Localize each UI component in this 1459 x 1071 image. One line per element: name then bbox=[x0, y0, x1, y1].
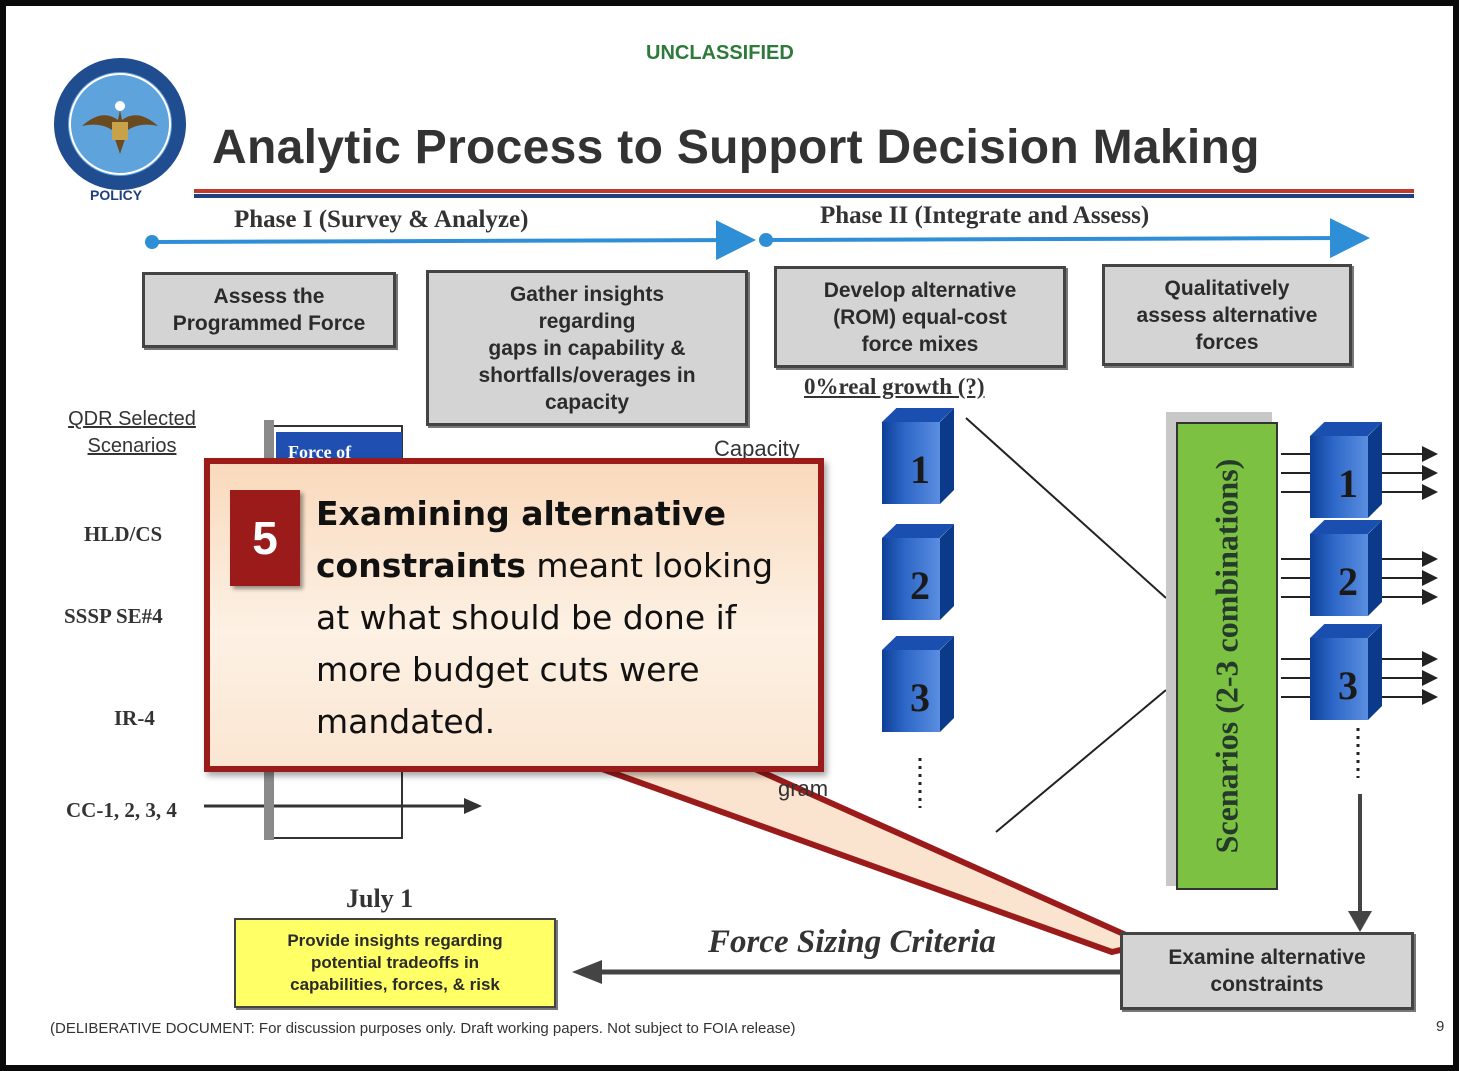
july-label: July 1 bbox=[346, 884, 414, 913]
examine-constraints-box: Examine alternative constraints bbox=[1120, 932, 1414, 1010]
callout-number-badge: 5 bbox=[230, 490, 300, 586]
capacity-label: Capacity bbox=[714, 436, 800, 461]
dod-seal-icon bbox=[52, 56, 188, 192]
scenario-output-1-number: 1 bbox=[1338, 461, 1358, 506]
policy-label: POLICY bbox=[90, 187, 143, 203]
scenario-sssp: SSSP SE#4 bbox=[64, 604, 163, 628]
force-mix-2-number: 2 bbox=[910, 563, 930, 608]
scenario-output-3-number: 3 bbox=[1338, 663, 1358, 708]
assess-programmed-force-box: Assess the Programmed Force bbox=[142, 272, 396, 348]
footer-disclaimer: (DELIBERATIVE DOCUMENT: For discussion p… bbox=[50, 1020, 796, 1037]
gather-insights-box: Gather insights regarding gaps in capabi… bbox=[426, 270, 748, 426]
develop-alternative-box: Develop alternative (ROM) equal-cost for… bbox=[774, 266, 1066, 368]
force-of-label: Force of bbox=[288, 442, 352, 462]
title-rule-blue bbox=[194, 194, 1414, 198]
callout-text: Examining alternative constraints meant … bbox=[316, 488, 816, 748]
page-number: 9 bbox=[1436, 1018, 1445, 1035]
scenario-cc: CC-1, 2, 3, 4 bbox=[66, 798, 177, 822]
slide-title: Analytic Process to Support Decision Mak… bbox=[212, 121, 1260, 174]
scenario-bar: Scenarios (2-3 combinations) bbox=[1176, 422, 1278, 890]
classification-marking: UNCLASSIFIED bbox=[646, 42, 794, 64]
insights-box: Provide insights regarding potential tra… bbox=[234, 918, 556, 1008]
phase-2-label: Phase II (Integrate and Assess) bbox=[820, 202, 1150, 229]
qualitatively-assess-box: Qualitatively assess alternative forces bbox=[1102, 264, 1352, 366]
callout-number: 5 bbox=[252, 512, 278, 564]
scenarios-heading: QDR Selected Scenarios bbox=[68, 408, 196, 457]
scenario-hld: HLD/CS bbox=[84, 522, 163, 546]
callout-text-rest: meant looking at what should be done if … bbox=[316, 546, 774, 741]
scenario-bar-label: Scenarios (2-3 combinations) bbox=[1208, 458, 1245, 854]
force-sizing-label: Force Sizing Criteria bbox=[708, 924, 996, 960]
program-label: gram bbox=[778, 776, 829, 801]
scenario-output-2-number: 2 bbox=[1338, 559, 1358, 604]
title-rule-red bbox=[194, 189, 1414, 193]
scenario-ir4: IR-4 bbox=[114, 706, 155, 730]
force-mix-1-number: 1 bbox=[910, 447, 930, 492]
callout-box: 5 Examining alternative constraints mean… bbox=[204, 458, 824, 772]
phase-1-label: Phase I (Survey & Analyze) bbox=[234, 206, 529, 233]
growth-note: 0%real growth (?) bbox=[804, 374, 985, 399]
slide: UNCLASSIFIED POLICY Analytic Process to … bbox=[6, 6, 1453, 1065]
force-mix-3-number: 3 bbox=[910, 675, 930, 720]
callout-text-bold: Examining alternative constraints bbox=[316, 494, 726, 585]
